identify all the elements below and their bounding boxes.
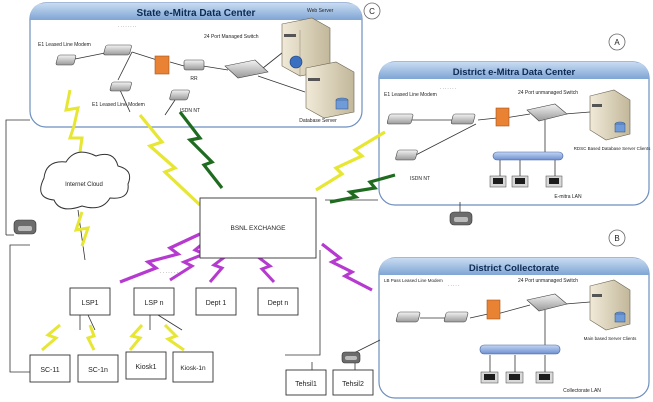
firewall-icon (154, 55, 170, 75)
state-db-server-label: Database Server (299, 118, 337, 124)
state-isdn-label: ISDN NT (180, 108, 200, 114)
database-icon (614, 121, 626, 133)
pc-icon (505, 371, 524, 384)
lspn-label: LSP n (145, 300, 164, 307)
database-icon (335, 97, 349, 110)
badge-c-circle (363, 2, 381, 20)
firewall-icon (495, 107, 510, 127)
state-rr-label: RR (190, 76, 198, 82)
bsnl-exchange-box (199, 197, 317, 259)
collectorate-modem-label: LB Pass Leased Line Modem (384, 278, 443, 283)
lightning-links (41, 89, 396, 352)
state-panel-title: State e-Mitra Data Center (137, 8, 256, 19)
modem-icon (55, 54, 77, 66)
modem-icon (386, 113, 414, 125)
cloud-icon (40, 151, 131, 210)
bsnl-exchange-label: BSNL EXCHANGE (230, 225, 286, 232)
modem-icon (395, 311, 421, 323)
globe-icon (289, 55, 303, 69)
district-switch-label: 24 Port unmanaged Switch (518, 90, 578, 96)
deptn-box (257, 287, 299, 316)
district-lan-bar (492, 151, 564, 161)
modem-icon (103, 44, 132, 56)
phone-icon (13, 219, 37, 235)
state-e1-modem-2-label: E1 Leased Line Modem (92, 102, 145, 108)
lspn-box (133, 287, 175, 316)
district-e1-modem-label: E1 Leased Line Modem (384, 92, 437, 98)
rr-device (183, 59, 205, 71)
collectorate-lan-label: Collectorate LAN (563, 388, 601, 394)
pc-icon (480, 371, 499, 384)
badge-c: C (369, 7, 375, 16)
firewall-icon (486, 299, 501, 320)
thin-connections (5, 44, 591, 373)
district-modem-spec: · · · · · · · (440, 86, 456, 91)
kioskn-label: Kiosk-1n (180, 365, 206, 372)
sc11-label: SC-11 (40, 367, 59, 374)
sc1n-label: SC-1n (88, 367, 108, 374)
database-icon (614, 311, 626, 323)
tehsil2-box (332, 369, 374, 396)
pc-icon (489, 175, 507, 188)
modem-icon (109, 81, 132, 92)
kiosk1-box (125, 351, 167, 380)
exchange-link-note: · · · · · · · (160, 270, 178, 275)
tehsil1-label: Tehsil1 (295, 381, 317, 388)
switch-icon (224, 59, 269, 79)
district-panel: District e-Mitra Data Center (378, 61, 650, 206)
pc-icon (545, 175, 563, 188)
state-e1-modem-label: E1 Leased Line Modem (38, 42, 91, 48)
server-icon (589, 89, 631, 141)
collectorate-panel-title: District Collectorate (469, 263, 559, 274)
lsp1-box (69, 287, 111, 316)
dept1-label: Dept 1 (206, 300, 227, 307)
badge-b: B (614, 234, 619, 243)
dept1-box (195, 287, 237, 316)
lsp1-label: LSP1 (81, 300, 98, 307)
badge-a-circle (608, 33, 626, 51)
collectorate-server-label: Main based Server Clients (584, 336, 638, 341)
state-web-server-label: Web Server (307, 8, 334, 14)
modem-icon (450, 113, 476, 125)
district-isdn-label: ISDN NT (410, 176, 430, 182)
kiosk1-label: Kiosk1 (135, 364, 156, 371)
collectorate-modem-spec: · · · · · (448, 283, 459, 288)
state-switch-label: 24 Port Managed Switch (204, 34, 259, 40)
badge-b-circle (608, 229, 626, 247)
district-panel-title: District e-Mitra Data Center (453, 67, 576, 78)
tehsil2-label: Tehsil2 (342, 381, 364, 388)
isdn-device (395, 149, 418, 161)
tehsil1-box (285, 369, 327, 396)
kioskn-box (172, 351, 214, 383)
pc-icon (535, 371, 554, 384)
collectorate-lan-bar (479, 344, 561, 355)
deptn-label: Dept n (268, 300, 289, 307)
district-server-label: RDSC Based Database Server Clients (574, 146, 652, 151)
pc-icon (511, 175, 529, 188)
sc11-box (29, 354, 71, 383)
switch-icon (526, 103, 568, 122)
server-icon (305, 61, 355, 119)
modem-icon (443, 311, 469, 323)
phone-icon (341, 351, 361, 364)
collectorate-panel: District Collectorate (378, 257, 650, 399)
switch-icon (526, 293, 568, 312)
isdn-device (169, 89, 190, 101)
state-modem-spec: · · · · · · · · (118, 24, 136, 29)
collectorate-switch-label: 24 Port unmanaged Switch (518, 278, 578, 284)
phone-icon (449, 211, 473, 226)
badge-a: A (614, 38, 620, 47)
district-lan-label: E-mitra LAN (554, 194, 582, 200)
internet-cloud-label: Internet Cloud (65, 182, 103, 188)
sc1n-box (77, 354, 119, 383)
server-icon (589, 279, 631, 331)
